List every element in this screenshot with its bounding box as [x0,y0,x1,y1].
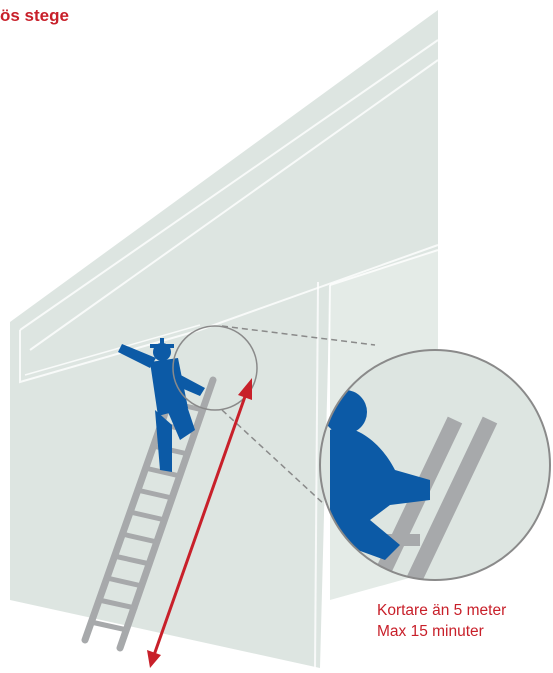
caption-line-length: Kortare än 5 meter [377,600,506,621]
height-caption: Kortare än 5 meter Max 15 minuter [377,600,506,642]
building-wall [10,10,438,668]
caption-line-duration: Max 15 minuter [377,621,506,642]
